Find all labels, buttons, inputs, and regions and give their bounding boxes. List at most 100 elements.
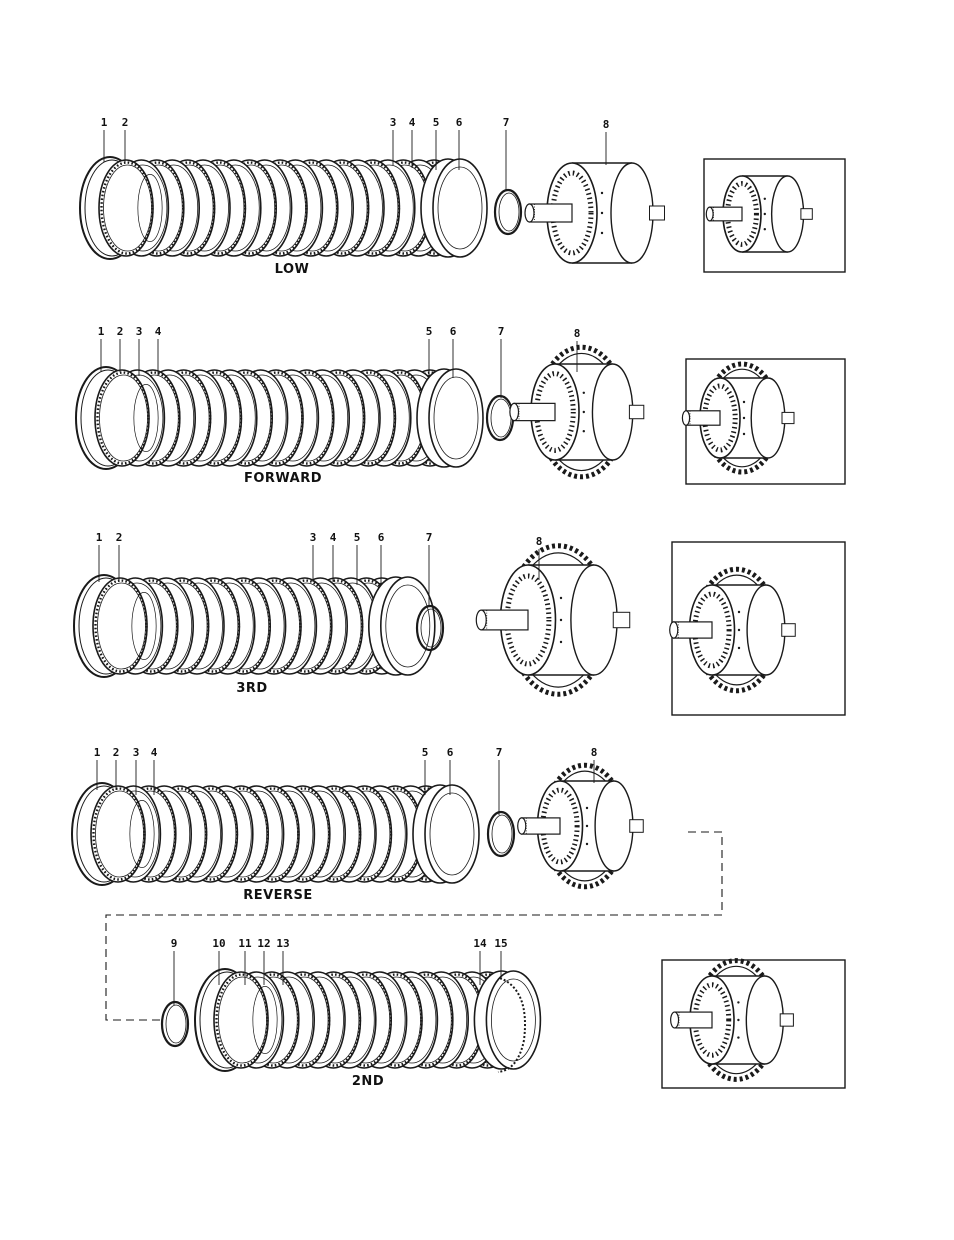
plate-teeth [223,161,277,255]
drum-hole [737,646,741,650]
drum-hole [737,610,741,614]
plate-teeth [155,579,210,673]
seal-forward [485,394,515,442]
callout-3rd-5: 5 [354,531,361,544]
clutch-plate-inner-edge [103,164,152,252]
rear-stub [781,411,795,425]
seal-ring-inner [491,814,513,854]
backing-plate-bore [437,166,483,250]
plate-teeth [184,787,239,881]
callout-3rd-1: 1 [96,531,103,544]
drum-hole [582,430,585,433]
callout-2nd-12: 12 [257,937,270,950]
drum-hole [585,824,589,828]
drum-back [591,363,634,461]
drum-splines [534,371,576,453]
drum-back [750,377,786,459]
callout-reverse-1: 1 [94,746,101,759]
seal-ring-inner [490,398,512,438]
hub-bore [129,800,155,868]
stack-low [79,156,488,260]
seal-reverse [486,810,516,858]
callout-reverse-4: 4 [151,746,158,759]
drum-hole [600,211,604,215]
hub-3rd-inset [669,566,796,694]
shaft-end [705,206,714,222]
hub-low [524,162,665,264]
callout-low-4: 4 [409,116,416,129]
stack-3rd [73,574,436,678]
callout-low-3: 3 [390,116,397,129]
callout-2nd-10: 10 [212,937,225,950]
plate-teeth [369,973,423,1067]
hub-bore [252,986,278,1054]
callout-2nd-13: 13 [276,937,289,950]
drum-hole [559,596,563,600]
clutch-plate-inner-edge [218,976,267,1064]
input-shaft [528,203,573,223]
plate-teeth [219,371,273,465]
plate-teeth [215,787,269,881]
plate-teeth [307,973,362,1067]
drum-hole [737,1001,740,1004]
hub-low-inset [705,175,813,253]
hub-forward-inset [681,361,795,475]
caption-low: LOW [275,262,310,277]
plate-teeth [192,161,247,255]
plate-teeth [285,161,339,255]
plate-teeth [186,579,241,673]
caption-forward: FORWARD [244,471,322,486]
callout-forward-1: 1 [98,325,105,338]
backing-plate-bore [429,792,475,876]
drum-hole [582,391,585,394]
callout-2nd-15: 15 [494,937,507,950]
drum-hole [737,1036,740,1039]
input-shaft [709,206,743,222]
callout-3rd-4: 4 [330,531,337,544]
shaft-end [524,203,535,223]
callout-low-6: 6 [456,116,463,129]
callout-2nd-14: 14 [473,937,487,950]
plate-teeth [96,371,150,465]
plate-teeth [100,161,154,255]
rear-stub [649,205,665,221]
callout-3rd-6: 6 [378,531,385,544]
plate-teeth [157,371,212,465]
seal-ring-inner [498,192,520,232]
shaft-end [509,402,520,422]
callout-reverse-7: 7 [496,746,503,759]
seal-ring-inner [420,608,442,648]
input-shaft [521,817,561,835]
drum-back [770,175,805,253]
callout-low-5: 5 [433,116,440,129]
plate-teeth [315,161,370,255]
rear-stub [779,1013,794,1027]
seal-3rd [415,604,445,652]
plate-teeth [215,973,269,1067]
snap-ring-2nd [497,977,526,1073]
callout-reverse-8: 8 [591,746,598,759]
plate-teeth [217,579,271,673]
inset-frame-low [703,158,846,273]
shaft-end [475,609,487,631]
backing-plate [432,158,488,258]
caption-reverse: REVERSE [243,888,313,903]
drum-splines [702,383,738,453]
backing-plate [424,784,480,884]
plate-teeth [346,161,401,255]
seal-ring-inner [165,1004,187,1044]
plate-teeth [311,371,366,465]
plate-teeth [400,973,454,1067]
callout-3rd-2: 2 [116,531,123,544]
plate-teeth [123,787,177,881]
stack-forward [75,366,484,470]
drum-hole [600,231,604,235]
seal-2nd [160,1000,190,1048]
shaft-end [681,410,691,426]
diagram-artwork [71,130,846,1089]
callout-3rd-3: 3 [310,531,317,544]
plate-teeth [127,371,181,465]
plate-teeth [131,161,185,255]
